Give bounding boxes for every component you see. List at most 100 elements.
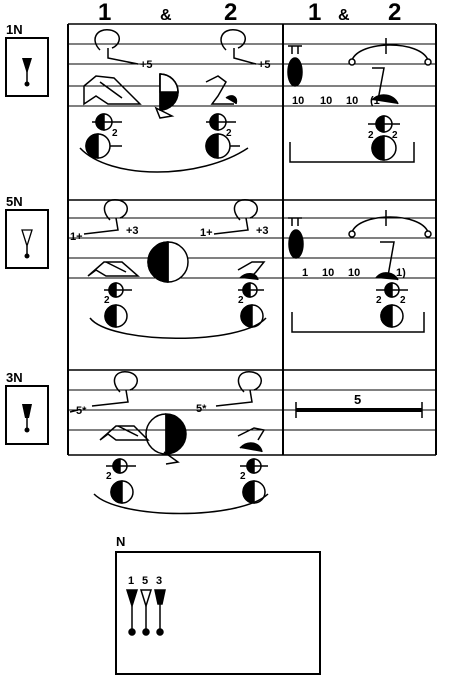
mark-plus-3: +3	[256, 225, 269, 237]
header-beat-1: 1	[98, 0, 111, 26]
big-half-circle	[380, 304, 404, 328]
hook-glyph	[220, 29, 257, 65]
fraction-label: 2	[392, 130, 398, 141]
fraction-symbol: 2	[238, 282, 264, 306]
fraction-label: 2	[106, 471, 112, 482]
big-half-circle	[242, 480, 266, 504]
fraction-label: 2	[240, 471, 246, 482]
arc-top	[351, 216, 429, 233]
half-circle-icon	[165, 413, 187, 455]
fraction-symbol: 2	[106, 458, 136, 482]
duration-label: 5	[354, 392, 361, 407]
pin-box-5n	[5, 209, 49, 269]
phrase-arc	[79, 147, 249, 173]
hook-glyph	[94, 29, 139, 65]
legend-box	[115, 551, 321, 675]
fraction-label: 2	[368, 130, 374, 141]
big-half-circle	[205, 133, 240, 159]
mark-plus-5: +5	[258, 59, 271, 71]
beat-header: 1 & 2 1 & 2	[98, 0, 401, 26]
mark-plus-3: +3	[126, 225, 139, 237]
mark-1-plus: 1+	[200, 227, 213, 239]
bracket	[289, 142, 415, 163]
fraction-label: 2	[238, 295, 244, 306]
row-3-left: 5* 5* 2 2	[69, 371, 269, 515]
fraction-label: 2	[112, 128, 118, 139]
legend-pin-label: 5	[142, 575, 148, 587]
mark-plus-5: +5	[140, 59, 153, 71]
solid-oval-icon	[288, 229, 304, 259]
right-sequence: 1 10 10 1)	[302, 267, 406, 279]
fraction-symbol: 2	[104, 282, 132, 306]
row-3-right: 5	[295, 392, 423, 418]
sequence-mark: 10	[322, 267, 334, 279]
big-half-circle	[371, 135, 397, 161]
header-beat-2b: 2	[388, 0, 401, 26]
header-beat-2: 2	[224, 0, 237, 26]
sequence-mark: 10	[346, 95, 358, 107]
slipper-glyph	[87, 261, 140, 277]
pin-solid-icon	[154, 589, 166, 605]
big-half-circle	[110, 480, 134, 504]
fraction-label: 2	[226, 128, 232, 139]
big-half-circle	[85, 133, 122, 159]
row-1-left: +5 +5 2 2	[79, 29, 271, 173]
row-label-5N: 5N	[5, 194, 49, 269]
legend-pin-label: 3	[156, 575, 162, 587]
header-beat-1b: 1	[308, 0, 321, 26]
sequence-mark: 1)	[396, 267, 406, 279]
staff-lines-row-2	[68, 199, 436, 279]
sequence-mark: 10	[292, 95, 304, 107]
fraction-symbol: 2	[240, 458, 268, 482]
slipper-glyph	[99, 425, 150, 441]
row-5n-label: 5N	[6, 194, 23, 209]
right-sequence: 10 10 10 (1	[292, 95, 380, 107]
mark-5-star: 5*	[76, 405, 87, 417]
pin-box-3n	[5, 385, 49, 445]
fraction-label: 2	[104, 295, 110, 306]
row-3n-label: 3N	[6, 370, 23, 385]
hook-glyph	[83, 199, 128, 235]
row-2-right: 1 10 10 1) 2 2	[288, 210, 432, 333]
sequence-mark: 10	[348, 267, 360, 279]
row-1n-label: 1N	[6, 22, 23, 37]
legend-pin-label: 1	[128, 575, 134, 587]
pin-solid-icon	[125, 589, 139, 609]
hook-glyph	[215, 371, 262, 407]
slipper-glyph	[83, 75, 142, 106]
slipper-glyph	[205, 75, 234, 105]
legend-title: N	[116, 534, 125, 549]
legend: N 1 5 3	[115, 534, 321, 675]
half-circle-icon	[147, 241, 169, 283]
row-label-3N: 3N	[5, 370, 49, 445]
staff-lines-row-1	[68, 43, 436, 107]
arc-top	[351, 44, 429, 61]
row-1-right: 10 10 10 (1 2 2	[287, 38, 432, 163]
header-and-b: &	[338, 7, 350, 24]
fraction-symbol: 2	[92, 113, 122, 139]
row-2-left: 1+ +3 1+ +3 2 2	[70, 199, 269, 339]
header-and: &	[160, 7, 172, 24]
fraction-label: 2	[400, 295, 406, 306]
row-label-1N: 1N	[5, 22, 49, 97]
hook-glyph	[213, 199, 258, 235]
big-half-circle	[104, 304, 128, 328]
bracket	[291, 312, 425, 333]
pin-box-1n	[5, 37, 49, 97]
phrase-arc	[89, 317, 267, 339]
pin-hollow-icon	[21, 229, 33, 249]
hook-glyph	[91, 371, 138, 407]
fraction-symbol: 2 2	[368, 115, 400, 141]
sequence-mark: (1	[370, 95, 380, 107]
fraction-symbol: 2 2	[376, 282, 408, 306]
pin-hollow-icon	[139, 589, 153, 609]
phrase-arc	[93, 493, 269, 515]
fraction-symbol: 2	[206, 113, 236, 139]
fraction-label: 2	[376, 295, 382, 306]
mark-1-plus: 1+	[70, 231, 83, 243]
solid-oval-icon	[287, 57, 303, 87]
legend-pins: 1 5 3	[125, 575, 166, 636]
mark-5-star: 5*	[196, 403, 207, 415]
sequence-mark: 10	[320, 95, 332, 107]
